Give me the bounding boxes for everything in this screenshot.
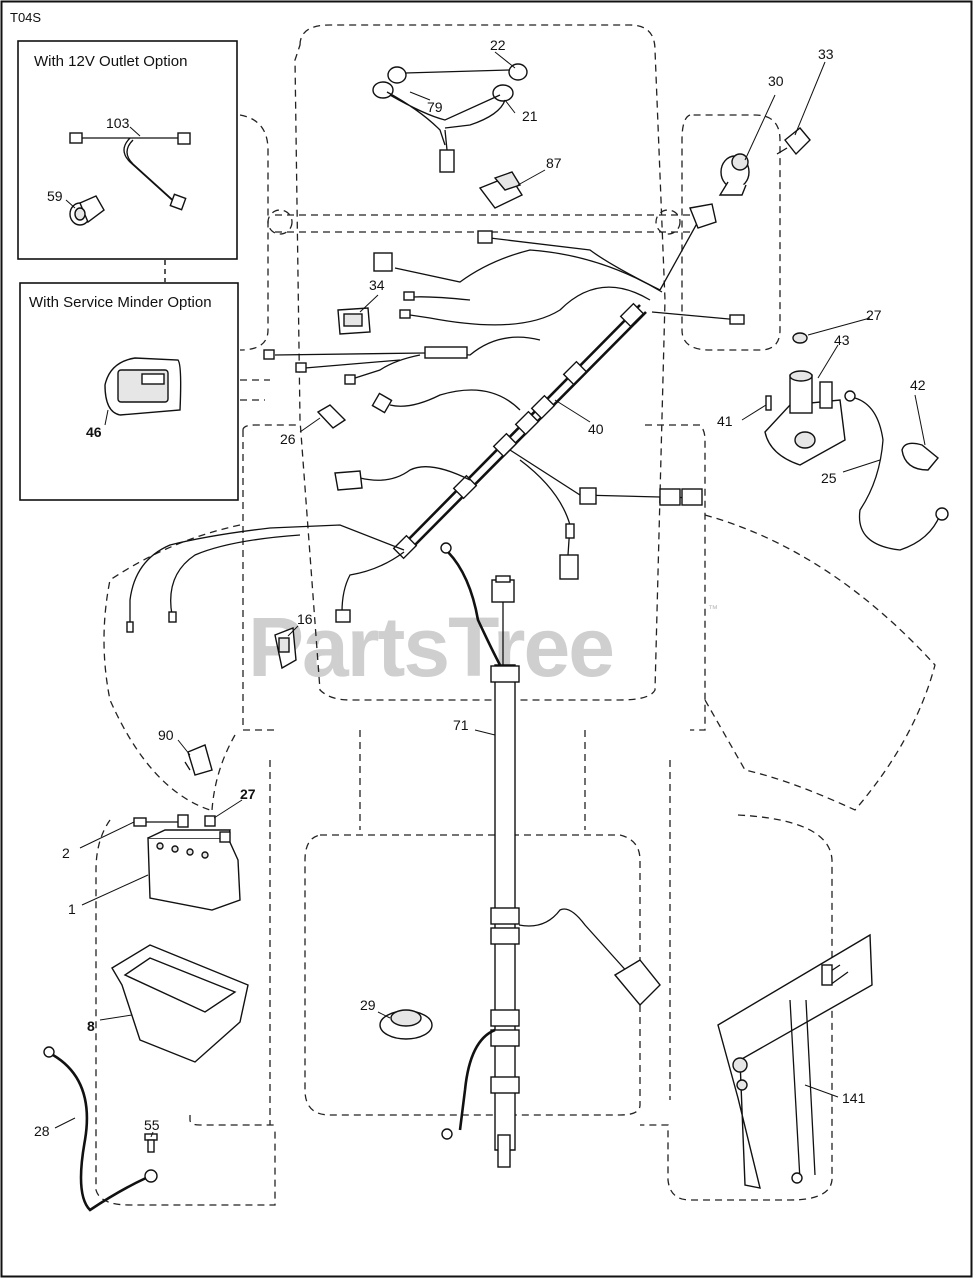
part-16-plug [274,627,297,670]
part-34-switch [337,307,371,335]
callout-28: 28 [34,1123,50,1139]
part-33-key [776,127,811,156]
callout-21: 21 [522,108,538,124]
part-1-battery [147,829,241,911]
option-box-title: With 12V Outlet Option [34,53,187,70]
part-46-service-minder [104,357,182,416]
callout-27-battery: 27 [240,786,256,802]
callout-141: 141 [842,1090,866,1106]
part-29-alarm [379,1009,433,1040]
part-41-screw [765,395,772,411]
part-25-cable [844,390,949,551]
part-87-relay [478,171,524,209]
parts-tree-watermark: PartsTree ™ [248,600,718,694]
part-40-main-harness [126,203,745,633]
callout-33: 33 [818,46,834,62]
callout-29: 29 [360,997,376,1013]
option-box-service-minder: With Service Minder Option [19,282,239,501]
part-22-79-21-headlight-harness [372,63,528,173]
callout-22: 22 [490,37,506,53]
callout-27: 27 [866,307,882,323]
svg-text:™: ™ [708,604,718,615]
callout-46: 46 [86,424,102,440]
part-27-nut [792,332,808,344]
part-90-bracket [184,744,213,776]
part-103-harness [69,132,191,211]
part-43-solenoid [764,370,846,466]
callout-26: 26 [280,431,296,447]
callout-42: 42 [910,377,926,393]
option-box-title: With Service Minder Option [29,294,212,311]
callout-40: 40 [588,421,604,437]
callout-8: 8 [87,1018,95,1034]
option-box-12v-outlet: With 12V Outlet Option [17,40,238,260]
callout-labels: 22 79 21 87 30 33 27 43 42 41 25 40 34 2… [34,37,926,1139]
callout-43: 43 [834,332,850,348]
callout-79: 79 [427,99,443,115]
callout-25: 25 [821,470,837,486]
callout-103: 103 [106,115,130,131]
callout-87: 87 [546,155,562,171]
part-27-battery-nut [177,814,216,828]
part-59-outlet [69,195,105,226]
callout-30: 30 [768,73,784,89]
callout-1: 1 [68,901,76,917]
leader-lines [54,51,926,1138]
part-2-bolt [133,817,180,827]
callout-2: 2 [62,845,70,861]
callout-59: 59 [47,188,63,204]
callout-16: 16 [297,611,313,627]
part-26-fuse [316,404,347,429]
svg-text:PartsTree: PartsTree [248,600,613,694]
callout-34: 34 [369,277,385,293]
part-30-ignition-switch [718,153,750,196]
part-71-battery-cable [440,542,661,1168]
part-28-ground-cable [43,1046,158,1212]
part-42-boot [901,442,939,471]
diagram-code: T04S [10,10,41,25]
callout-90: 90 [158,727,174,743]
part-8-battery-tray [111,944,249,1063]
callout-71: 71 [453,717,469,733]
callout-55: 55 [144,1117,160,1133]
callout-41: 41 [717,413,733,429]
part-141-seat-switch-bracket [717,933,873,1189]
